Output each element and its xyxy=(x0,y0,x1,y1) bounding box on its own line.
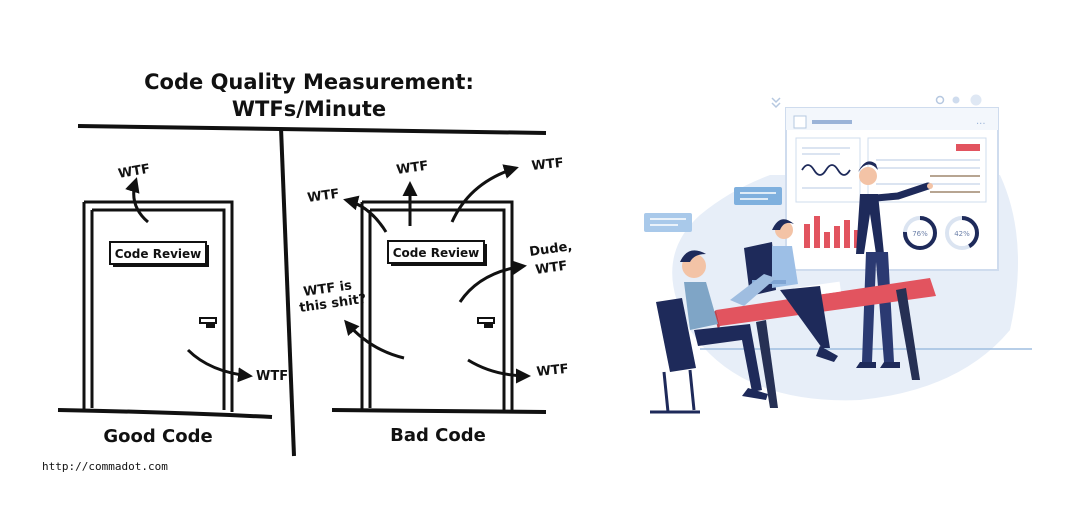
chat-bubble-2 xyxy=(644,213,692,232)
good-arrow-1 xyxy=(125,177,149,224)
bad-code-door xyxy=(360,200,514,412)
more-icon: ··· xyxy=(976,119,986,130)
user-icon xyxy=(970,94,982,106)
bad-wtf-3: WTF xyxy=(531,156,564,174)
donut-1: 76% xyxy=(903,216,937,250)
donut-2: 42% xyxy=(945,216,979,250)
bad-arrow-6 xyxy=(467,358,531,384)
good-code-door xyxy=(82,200,234,412)
dot-icon xyxy=(935,95,945,105)
good-code-caption: Good Code xyxy=(103,426,212,447)
ceiling-line xyxy=(77,124,547,135)
wtf-cartoon: Code Quality Measurement: WTFs/Minute Co… xyxy=(42,70,573,473)
dashboard-panel: ··· xyxy=(771,94,999,271)
donut-1-label: 76% xyxy=(912,230,928,238)
donut-2-label: 42% xyxy=(954,230,970,238)
good-arrow-2 xyxy=(186,348,253,383)
bad-floor xyxy=(331,408,547,414)
chat-bubble-1 xyxy=(734,187,782,205)
meeting-table xyxy=(714,278,936,408)
bad-arrow-3 xyxy=(450,164,519,223)
cartoon-title-line2: WTFs/Minute xyxy=(232,97,386,121)
meeting-illustration: ··· xyxy=(644,94,1032,414)
good-floor xyxy=(57,408,273,419)
bad-code-caption: Bad Code xyxy=(390,425,486,446)
bad-code-sign: Code Review xyxy=(387,240,487,266)
bad-comment-2-line2: WTF xyxy=(534,259,568,278)
bell-icon xyxy=(952,96,960,104)
top-arrow-icon xyxy=(771,97,781,109)
bad-sign-label: Code Review xyxy=(393,246,480,260)
bad-arrow-4 xyxy=(458,260,527,303)
chair xyxy=(656,298,696,372)
standing-presenter xyxy=(856,161,933,368)
good-wtf-1: WTF xyxy=(117,162,151,182)
bad-arrow-5 xyxy=(344,319,405,360)
good-sign-label: Code Review xyxy=(115,247,202,261)
bad-arrow-1 xyxy=(343,195,388,233)
bad-comment-1-line1: WTF is xyxy=(302,278,353,300)
bad-wtf-2: WTF xyxy=(395,159,429,178)
cartoon-title-line1: Code Quality Measurement: xyxy=(144,70,474,94)
divider-line xyxy=(279,127,296,457)
good-wtf-2: WTF xyxy=(256,369,288,384)
back-icon xyxy=(793,115,807,129)
good-code-sign: Code Review xyxy=(109,241,209,267)
seated-man xyxy=(650,250,776,414)
bad-wtf-1: WTF xyxy=(306,187,340,206)
bad-wtf-4: WTF xyxy=(536,362,569,380)
credit-url: http://commadot.com xyxy=(42,460,168,473)
bad-comment-2-line1: Dude, xyxy=(528,239,573,260)
